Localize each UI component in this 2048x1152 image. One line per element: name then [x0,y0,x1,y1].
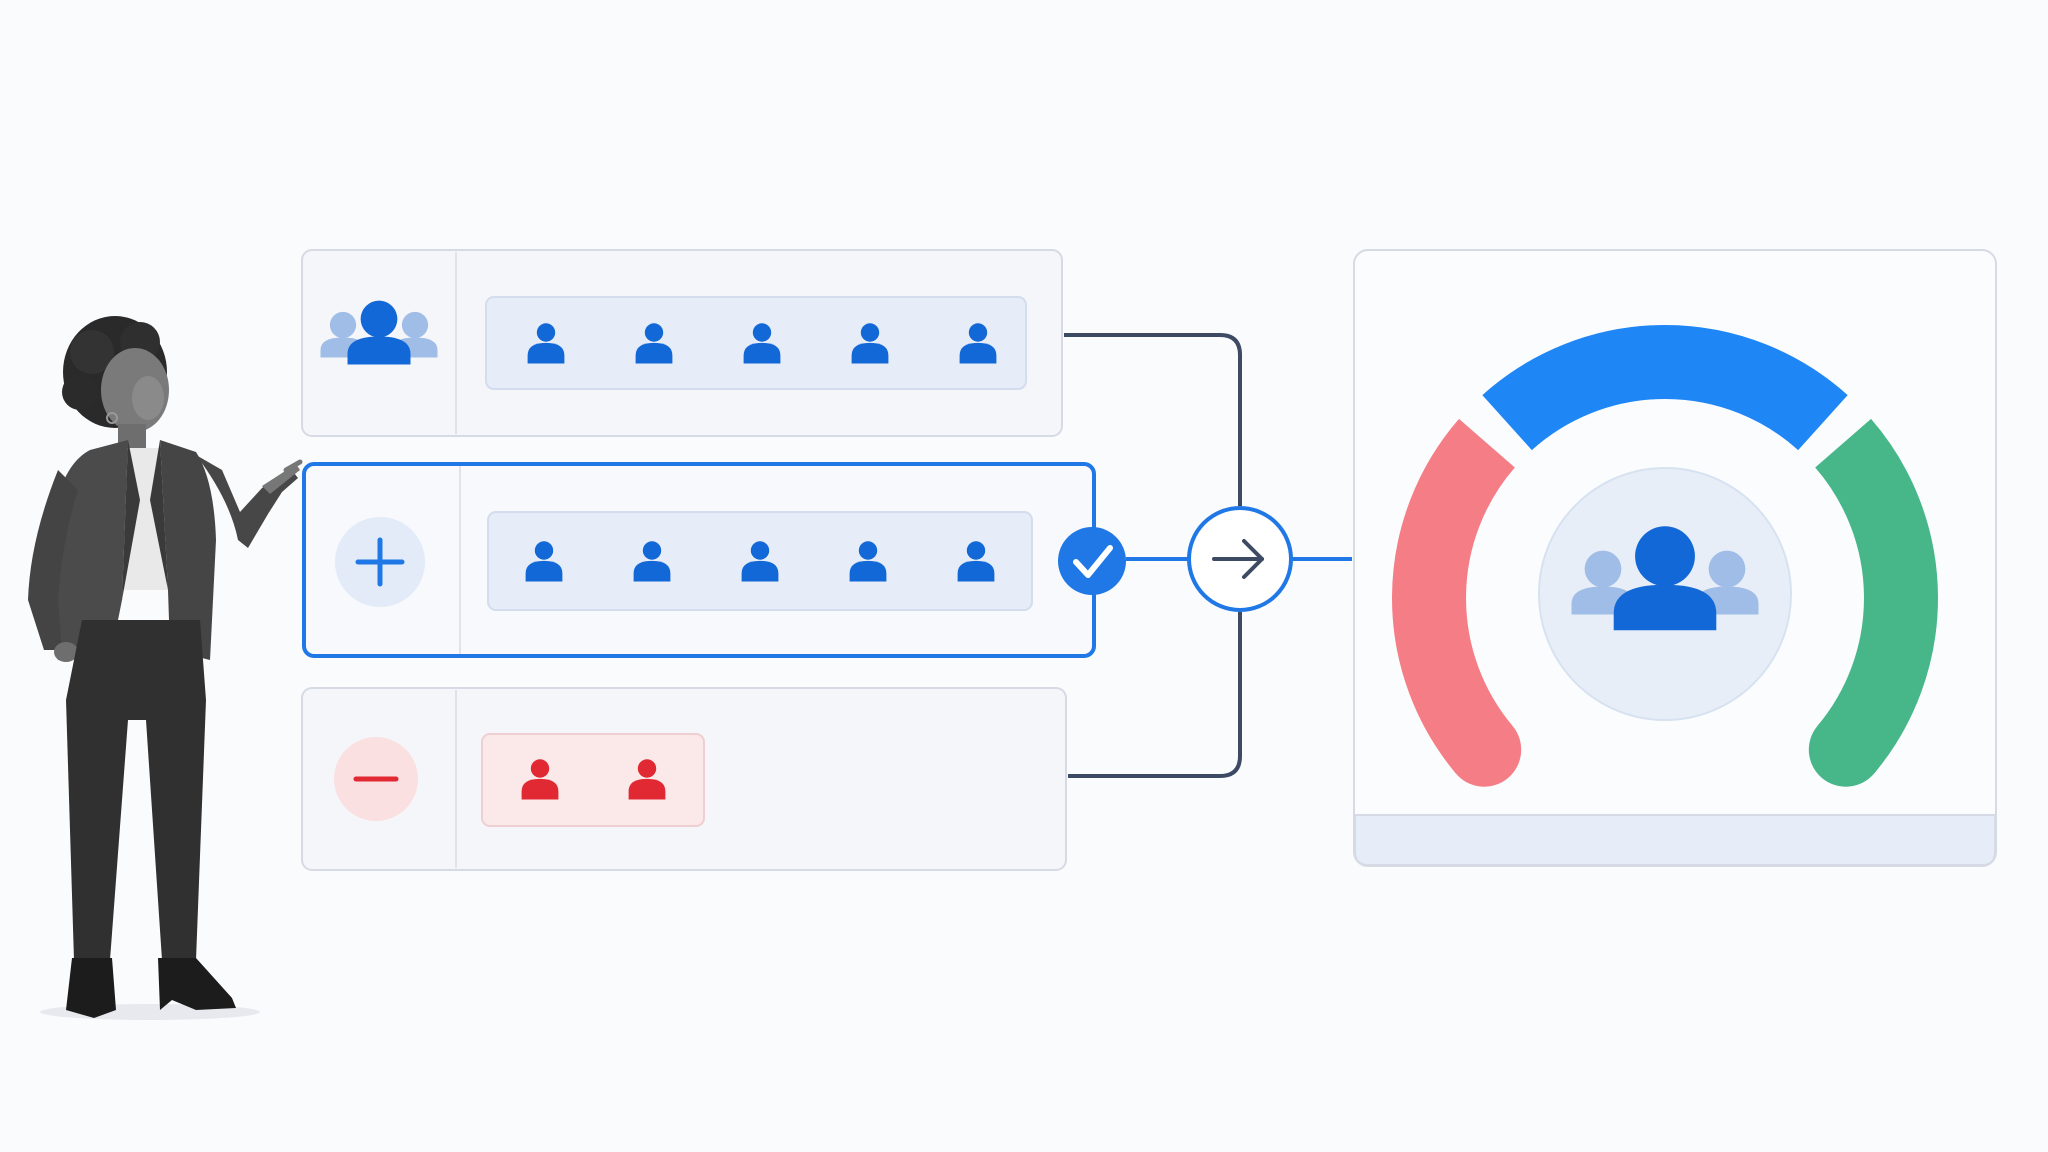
arrow-right-icon [1187,506,1293,612]
gauge-arcs [1392,325,1938,787]
row-removed-members [301,687,1067,871]
row-added-members [302,462,1126,658]
removed-members-slot [481,733,705,827]
existing-members-slot [485,296,1027,390]
gauge-cap-green [1808,712,1883,787]
gauge-panel [1353,249,1997,867]
plus-icon[interactable] [335,517,425,607]
gauge-segment-blue [1482,325,1848,451]
gauge-segment-green [1814,418,1938,774]
flow-connectors [1064,333,1352,778]
check-icon [1058,527,1126,595]
gauge-footer [1354,814,1996,866]
gauge-cap-red [1447,712,1522,787]
presenter-figure [28,316,303,1020]
minus-icon[interactable] [334,737,418,821]
row-existing-members [301,249,1063,437]
gauge-segment-red [1392,418,1516,774]
